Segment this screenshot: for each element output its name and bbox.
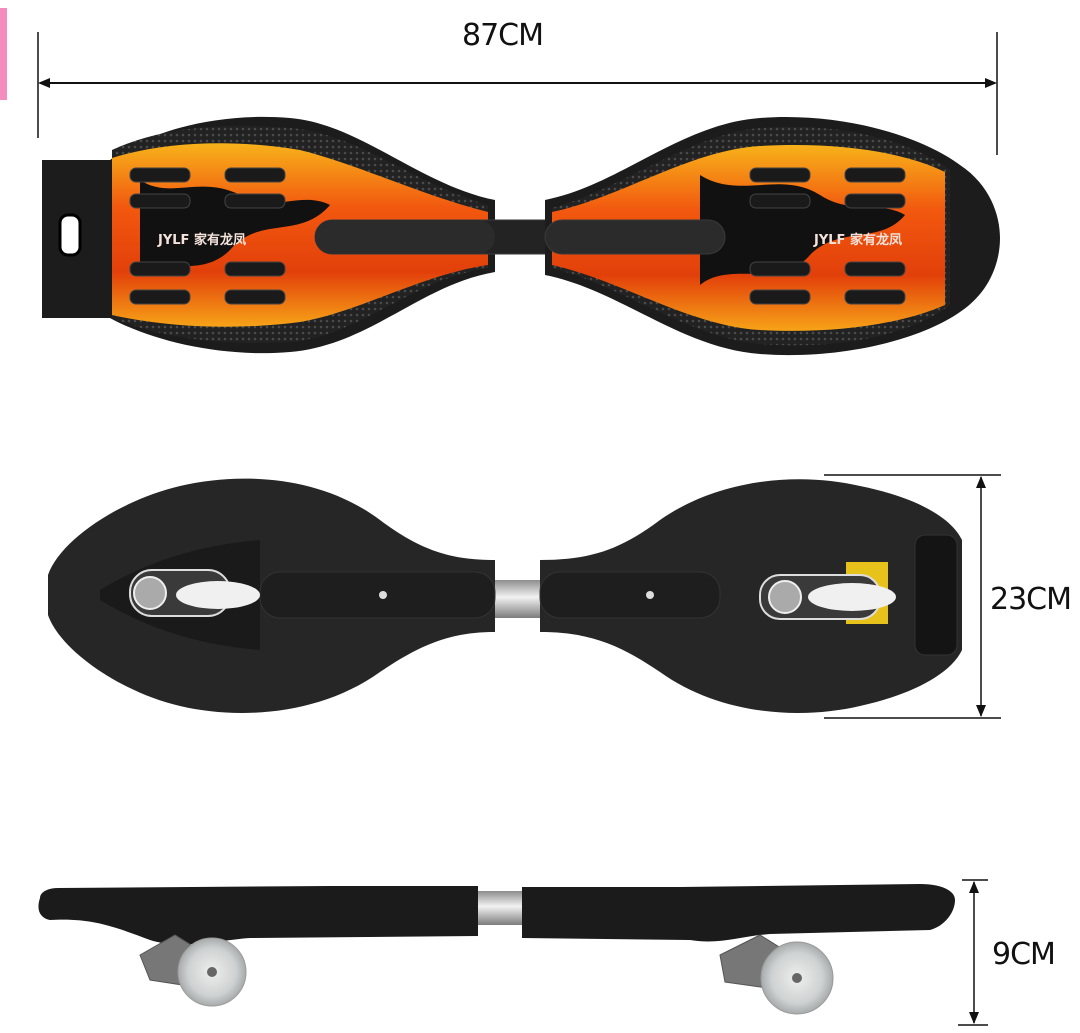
left-wheel <box>139 934 247 1007</box>
accent-bar <box>0 8 7 100</box>
right-wheel <box>719 934 834 1015</box>
length-dimension <box>37 32 998 155</box>
length-label: 87CM <box>462 18 544 53</box>
height-dimension <box>958 879 988 1026</box>
brand-label-right: JYLF 家有龙凤 <box>813 232 902 248</box>
top-view: JYLF 家有龙凤 JYLF 家有龙凤 <box>42 116 1000 356</box>
brand-label-left: JYLF 家有龙凤 <box>157 232 246 248</box>
bottom-view <box>48 478 962 713</box>
height-label: 9CM <box>992 937 1056 972</box>
side-view <box>38 884 955 1015</box>
width-label: 23CM <box>990 582 1072 617</box>
width-dimension <box>824 474 1001 719</box>
